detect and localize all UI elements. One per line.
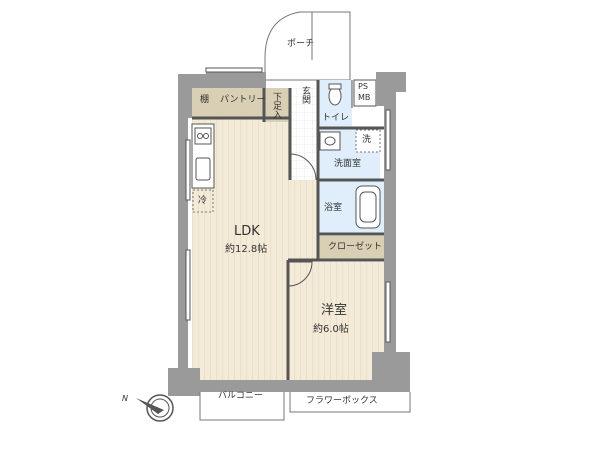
washbasin-icon bbox=[319, 131, 341, 151]
windows bbox=[185, 67, 391, 343]
toilet-icon bbox=[328, 86, 342, 106]
shoebox-label: 下足入 bbox=[271, 92, 281, 119]
laundry-label: 洗 bbox=[362, 135, 372, 145]
fridge-space bbox=[192, 189, 214, 213]
western-room-size: 約6.0帖 bbox=[313, 324, 349, 335]
porch-outline bbox=[264, 11, 351, 81]
mb-label: MB bbox=[358, 93, 371, 102]
ldk-size: 約12.8帖 bbox=[225, 244, 268, 255]
pantry-label: パントリー bbox=[220, 95, 266, 105]
porch-label: ポーチ bbox=[287, 39, 315, 49]
washer-space bbox=[355, 129, 381, 153]
western-floor bbox=[288, 262, 384, 380]
balcony-outline bbox=[199, 392, 285, 421]
toilet-label: トイレ bbox=[322, 113, 350, 123]
shoebox-floor bbox=[265, 88, 290, 122]
washroom-label: 洗面室 bbox=[334, 159, 362, 169]
bathroom-label: 浴室 bbox=[324, 203, 343, 213]
ps-label: PS bbox=[358, 82, 368, 91]
compass-north-label: N bbox=[122, 394, 128, 403]
western-room-name: 洋室 bbox=[321, 303, 348, 318]
ldk-name: LDK bbox=[234, 224, 260, 239]
flowerbox-label: フラワーボックス bbox=[306, 396, 378, 406]
closet-label: クローゼット bbox=[328, 242, 383, 252]
shelf-label: 棚 bbox=[200, 95, 210, 105]
inner-walls bbox=[192, 80, 384, 380]
closet-floor bbox=[318, 236, 384, 260]
balcony-label: バルコニー bbox=[218, 391, 263, 401]
pantry-floor bbox=[192, 88, 264, 118]
sink-icon bbox=[195, 157, 211, 181]
hall-floor bbox=[290, 88, 318, 180]
entrance-label: 玄関 bbox=[300, 86, 310, 104]
compass-icon bbox=[136, 394, 174, 422]
bathtub-icon bbox=[355, 185, 381, 229]
flowerbox-outline bbox=[289, 392, 411, 413]
fridge-label: 冷 bbox=[198, 196, 208, 206]
